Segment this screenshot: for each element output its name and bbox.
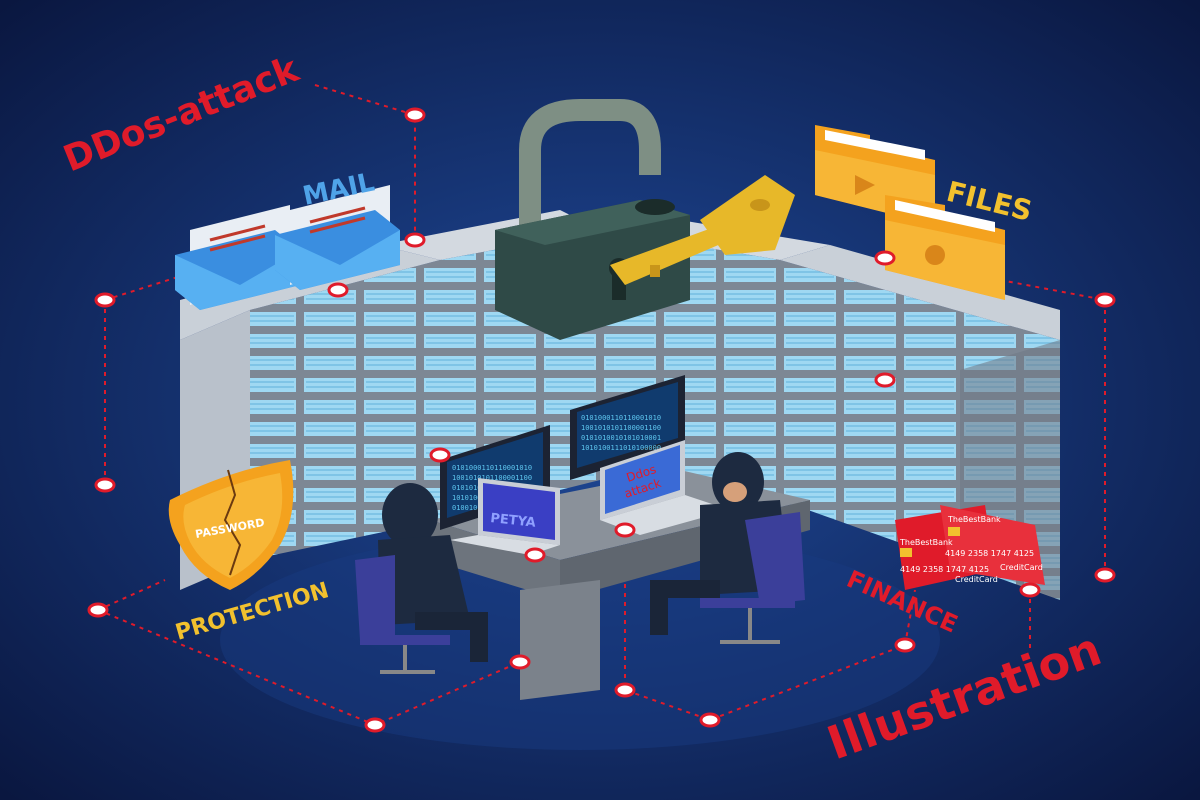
card-number: 4149 2358 1747 4125 [945,549,1034,558]
binary-text: 0101000110110001010 [452,464,532,472]
laptop-petya: PETYA [450,478,560,555]
binary-text: 1001010101100001100 [581,424,661,432]
mail-envelope-icon [275,185,400,290]
network-nodes [87,107,1116,733]
binary-text: 0101000110110001010 [581,414,661,422]
hacker-right [650,452,805,644]
mail-envelope-icon [175,205,300,310]
key-icon [610,175,795,285]
binary-text: 1001010101100001100 [452,474,532,482]
laptop-ddos: Ddos attack [600,440,730,535]
petya-text: PETYA [490,511,537,531]
card-type: CreditCard [1000,563,1043,572]
hacker-left [355,483,488,674]
shield-password-icon: PASSWORD [168,460,294,590]
card-bank: TheBestBank [947,515,1001,524]
card-number: 4149 2358 1747 4125 [900,565,989,574]
monitor-right: 0101000110110001010 1001010101100001100 … [570,375,685,480]
card-bank: TheBestBank [899,538,953,547]
folder-music-icon [885,195,1005,300]
padlock-icon [495,99,690,340]
card-type: CreditCard [955,575,998,584]
credit-cards: TheBestBank 4149 2358 1747 4125 CreditCa… [895,505,1045,590]
binary-text: 1010100111010100000 [581,444,661,452]
binary-text: 0101010010101010001 [581,434,661,442]
